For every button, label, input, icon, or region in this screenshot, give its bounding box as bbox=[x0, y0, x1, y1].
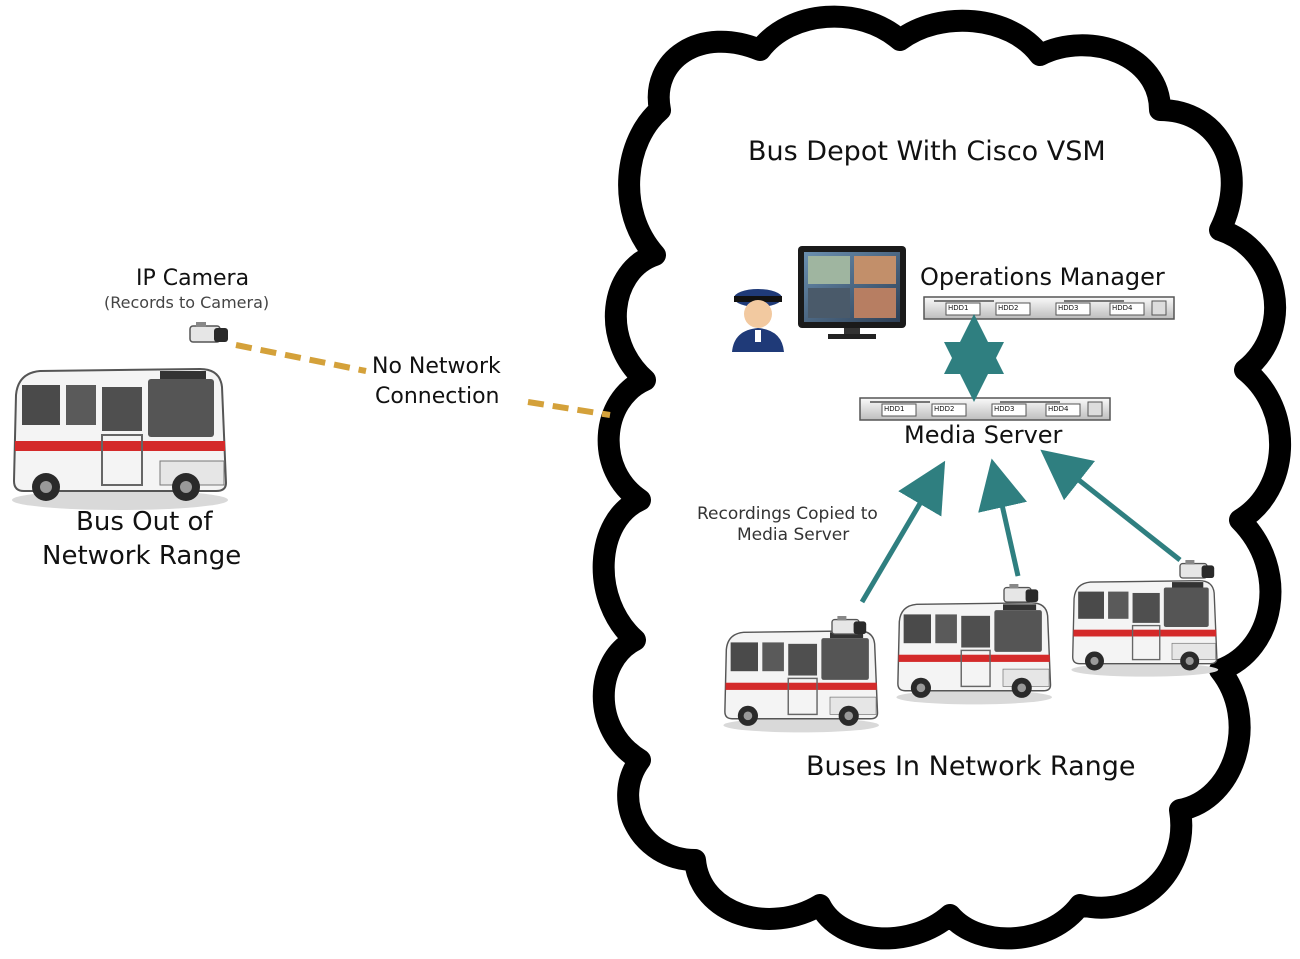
recordings-label-line1: Recordings Copied to bbox=[697, 504, 878, 524]
no-network-link-left bbox=[235, 342, 367, 374]
operations-manager-label: Operations Manager bbox=[920, 263, 1165, 291]
ms-bay-2: HDD2 bbox=[934, 405, 955, 413]
no-network-label-line1: No Network bbox=[372, 354, 501, 379]
ms-bay-3: HDD3 bbox=[994, 405, 1015, 413]
ip-camera-note: (Records to Camera) bbox=[104, 293, 270, 312]
ms-bay-4: HDD4 bbox=[1048, 405, 1069, 413]
upload-arrow-1 bbox=[859, 460, 946, 604]
recordings-label-line2: Media Server bbox=[737, 525, 850, 545]
buses-in-range-label: Buses In Network Range bbox=[806, 751, 1136, 782]
media-server-bays: HDD1 HDD2 HDD3 HDD4 bbox=[860, 404, 1110, 418]
om-bay-3: HDD3 bbox=[1058, 304, 1079, 312]
upload-arrow-2 bbox=[978, 458, 1027, 577]
bus-in-range-icon bbox=[1070, 580, 1219, 678]
ip-camera-icon bbox=[189, 321, 229, 343]
om-server-bays: HDD1 HDD2 HDD3 HDD4 bbox=[924, 303, 1174, 317]
depot-title: Bus Depot With Cisco VSM bbox=[748, 136, 1106, 167]
monitor-icon bbox=[798, 246, 906, 339]
om-bay-2: HDD2 bbox=[998, 304, 1019, 312]
no-network-link-right bbox=[527, 399, 611, 418]
media-server-label: Media Server bbox=[904, 421, 1063, 449]
bus-out-label-line2: Network Range bbox=[42, 541, 242, 571]
bus-in-range-icon bbox=[722, 630, 880, 734]
ip-camera-label: IP Camera bbox=[136, 266, 250, 291]
bus-in-range-icon bbox=[895, 602, 1053, 706]
upload-arrow-3 bbox=[1040, 449, 1182, 562]
bus-out-of-range-icon bbox=[11, 368, 229, 511]
om-bay-1: HDD1 bbox=[948, 304, 969, 312]
om-bay-4: HDD4 bbox=[1112, 304, 1133, 312]
operator-icon bbox=[732, 289, 784, 352]
bus-out-label-line1: Bus Out of bbox=[76, 507, 213, 537]
no-network-label-line2: Connection bbox=[375, 384, 500, 409]
ms-bay-1: HDD1 bbox=[884, 405, 905, 413]
